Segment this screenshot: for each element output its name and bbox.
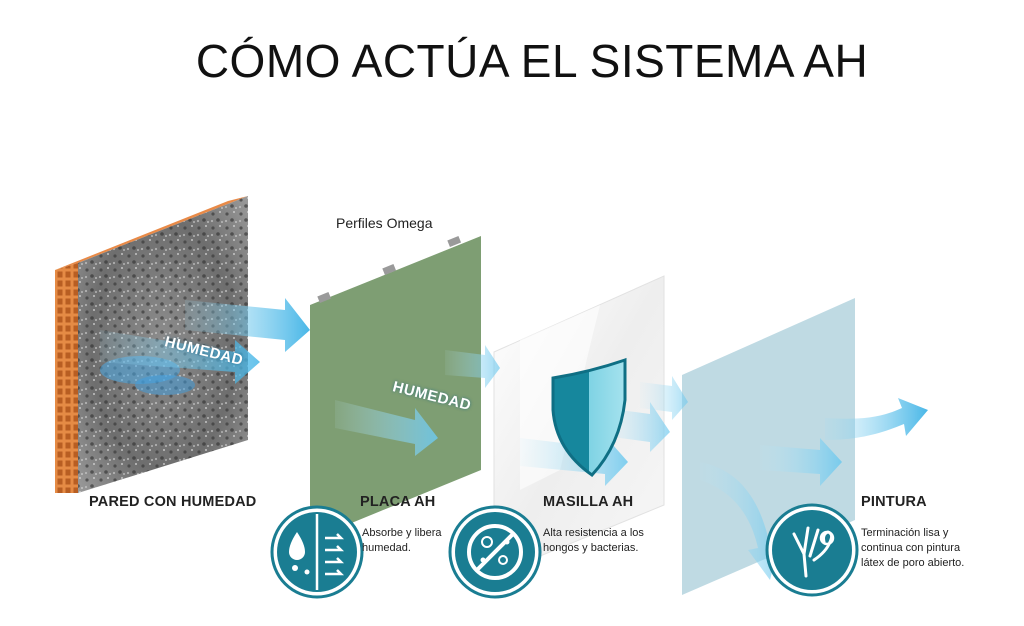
pintura-description-line: látex de poro abierto.	[861, 557, 965, 569]
masilla-description-line: Alta resistencia a los	[543, 527, 644, 539]
pintura-description-line: continua con pintura	[861, 542, 961, 554]
shield-icon	[551, 357, 627, 477]
perfiles-omega-label: Perfiles Omega	[336, 215, 433, 231]
placa-description-line: Absorbe y libera	[362, 527, 442, 539]
moisture-arrows	[100, 298, 928, 580]
smooth-finish-hand-icon	[765, 503, 859, 597]
page-title: CÓMO ACTÚA EL SISTEMA AH	[195, 35, 869, 87]
layer-label-pintura: PINTURA	[861, 494, 927, 510]
moisture-absorb-icon	[270, 505, 364, 599]
anti-bacteria-icon	[448, 505, 542, 599]
layer-label-pared: PARED CON HUMEDAD	[89, 494, 257, 510]
layer-label-placa: PLACA AH	[360, 494, 436, 510]
pintura-description: Terminación lisa y continua con pintura …	[861, 526, 964, 571]
layer-label-masilla: MASILLA AH	[543, 494, 634, 510]
masilla-description: Alta resistencia a los hongos y bacteria…	[543, 526, 644, 556]
masilla-description-line: hongos y bacterias.	[543, 542, 639, 554]
placa-description: Absorbe y libera humedad.	[362, 526, 442, 556]
pintura-description-line: Terminación lisa y	[861, 527, 949, 539]
placa-description-line: humedad.	[362, 542, 411, 554]
placa-panel	[310, 235, 481, 540]
